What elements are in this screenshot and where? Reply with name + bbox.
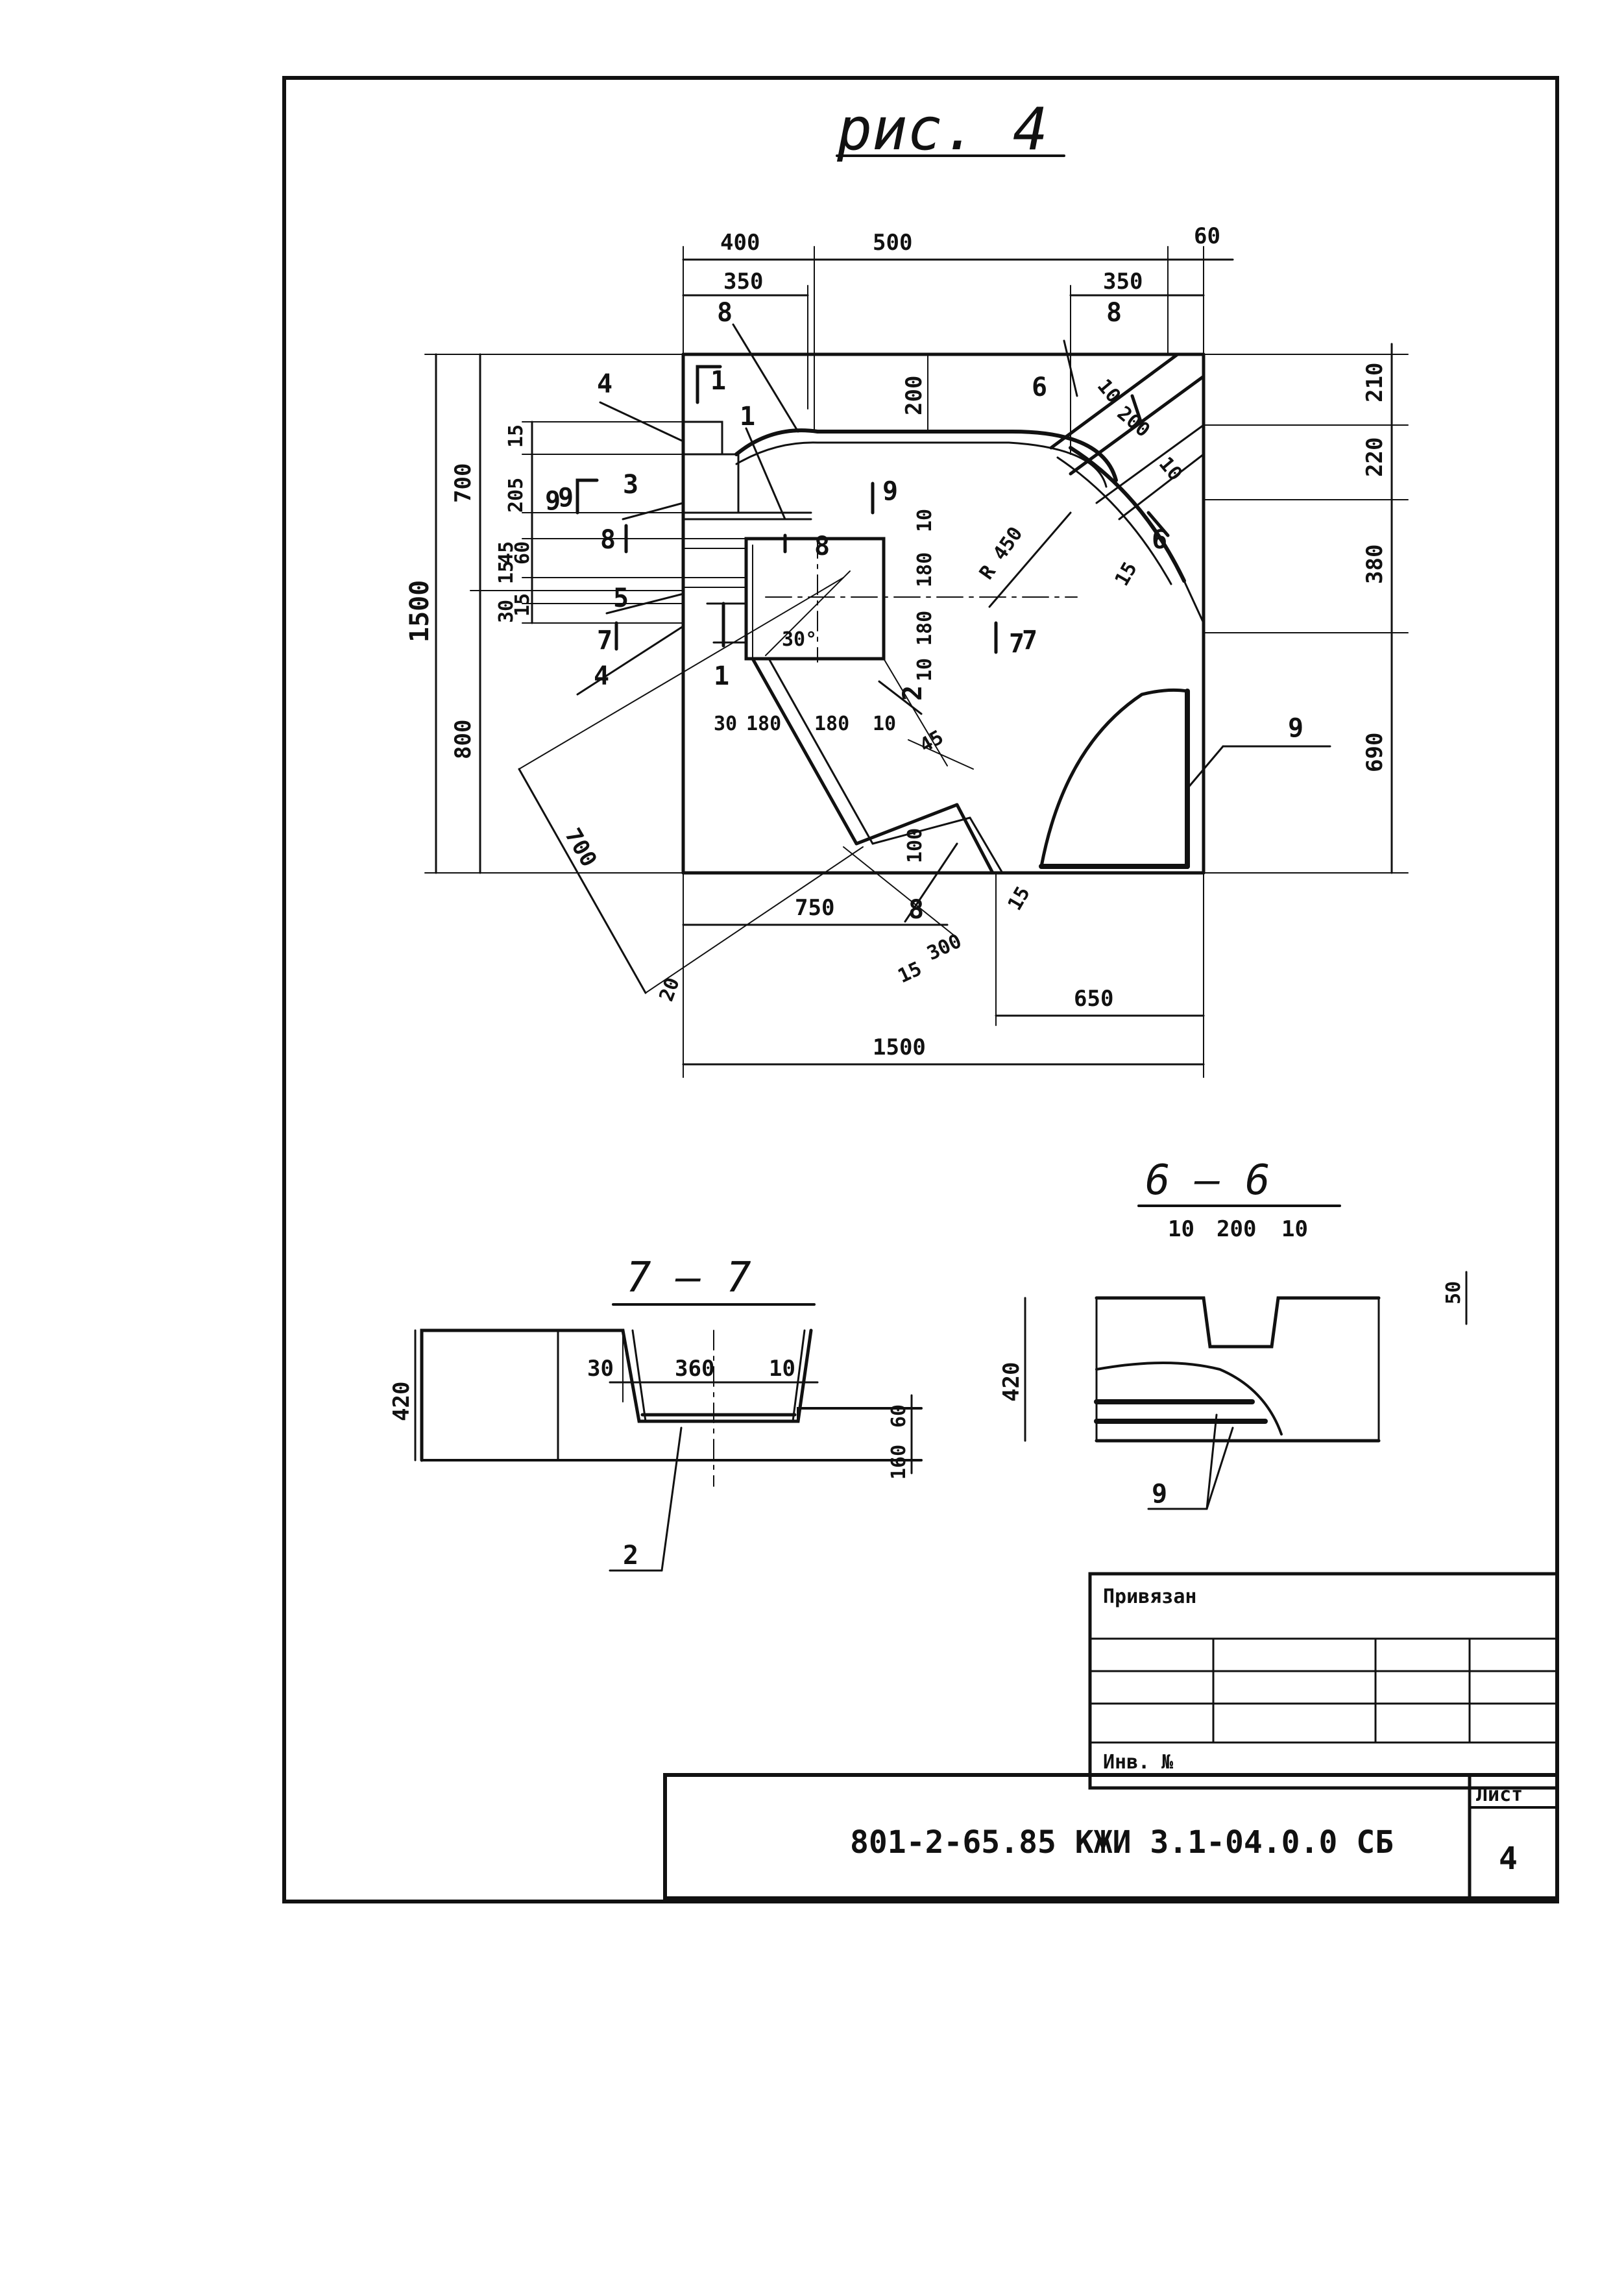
section-mark-6-bottom: 6 bbox=[1152, 525, 1167, 555]
dim-inner-10-e: 10 bbox=[873, 713, 896, 735]
callout-8-top-right: 8 bbox=[1106, 298, 1122, 328]
dim-bottom-650: 650 bbox=[1074, 986, 1113, 1012]
section-6-6 bbox=[1024, 1205, 1468, 1510]
callout-4-top: 4 bbox=[597, 369, 612, 399]
s66-dim-10-left: 10 bbox=[1168, 1216, 1194, 1242]
figure-title: рис. 4 bbox=[836, 95, 1048, 164]
s77-dim-420: 420 bbox=[389, 1382, 415, 1421]
dim-left-60: 60 bbox=[511, 541, 534, 565]
s66-dim-10-right: 10 bbox=[1281, 1216, 1308, 1242]
callout-3: 3 bbox=[623, 470, 638, 500]
dim-right-220: 220 bbox=[1362, 437, 1388, 477]
dim-left-700: 700 bbox=[450, 463, 476, 503]
stamp-doc-code: 801-2-65.85 КЖИ 3.1-04.0.0 СБ bbox=[850, 1824, 1394, 1861]
dim-bottom-750: 750 bbox=[795, 895, 834, 921]
dim-left-1500: 1500 bbox=[405, 580, 435, 642]
callout-8-top-left: 8 bbox=[717, 298, 733, 328]
s77-callout-2: 2 bbox=[623, 1541, 638, 1571]
s77-dim-160: 160 bbox=[888, 1445, 910, 1480]
dim-top-400: 400 bbox=[720, 230, 760, 256]
stamp-sheet-number: 4 bbox=[1499, 1841, 1518, 1877]
dim-inner-180-c: 180 bbox=[746, 713, 781, 735]
callout-8-bottom: 8 bbox=[908, 895, 924, 925]
dim-left-15b: 15 bbox=[511, 593, 534, 617]
dim-left-15a: 15 bbox=[505, 424, 527, 448]
stamp-bound-label: Привязан bbox=[1103, 1585, 1197, 1608]
s77-dim-60: 60 bbox=[888, 1404, 910, 1428]
section-mark-7-right: 7 bbox=[1009, 629, 1024, 659]
callout-2: 2 bbox=[898, 685, 928, 701]
stamp-inv-label: Инв. № bbox=[1103, 1751, 1174, 1774]
dim-bottom-1500: 1500 bbox=[873, 1034, 926, 1060]
section-7-7-title: 7 — 7 bbox=[626, 1254, 751, 1302]
dim-inner-10-a: 10 bbox=[1093, 375, 1125, 408]
plan-view bbox=[424, 246, 1409, 1078]
dim-top-350-left: 350 bbox=[723, 269, 763, 295]
dim-right-210: 210 bbox=[1362, 363, 1388, 402]
section-mark-1-top: 1 bbox=[710, 366, 726, 396]
section-mark-9-left: 9 bbox=[558, 483, 574, 513]
s77-dim-10: 10 bbox=[769, 1356, 795, 1382]
dim-inner-180-d: 180 bbox=[814, 713, 849, 735]
section-mark-1-bottom: 1 bbox=[714, 661, 729, 691]
dim-top-500: 500 bbox=[873, 230, 912, 256]
section-mark-6-top: 6 bbox=[1032, 373, 1047, 402]
section-mark-9-right: 9 bbox=[882, 476, 898, 506]
sheet-frame bbox=[282, 76, 1559, 1903]
dim-bottom-15b: 15 bbox=[1004, 883, 1035, 914]
callout-9-left: 9 bbox=[545, 486, 561, 516]
s66-callout-9: 9 bbox=[1152, 1479, 1167, 1509]
s66-dim-420: 420 bbox=[999, 1362, 1024, 1402]
callout-9-right: 9 bbox=[1288, 713, 1303, 743]
stamp-sheet-label: Лист bbox=[1476, 1783, 1523, 1806]
dim-bottom-15a: 15 bbox=[895, 957, 926, 988]
callout-4-bottom: 4 bbox=[594, 661, 609, 691]
dim-left-800: 800 bbox=[450, 720, 476, 759]
section-mark-7-center: 7 bbox=[1022, 626, 1037, 655]
dim-left-30: 30 bbox=[495, 600, 518, 623]
s66-dim-200: 200 bbox=[1217, 1216, 1256, 1242]
dim-left-45: 45 bbox=[495, 541, 518, 565]
dim-right-380: 380 bbox=[1362, 544, 1388, 584]
dim-inner-10-c: 10 bbox=[914, 509, 936, 532]
callout-1: 1 bbox=[740, 402, 755, 432]
dim-inner-180-b: 180 bbox=[914, 611, 936, 646]
s66-dim-50: 50 bbox=[1442, 1281, 1465, 1304]
dim-left-15c: 15 bbox=[495, 561, 518, 584]
angle-label: 30° bbox=[782, 628, 817, 651]
dim-inner-100: 100 bbox=[904, 828, 927, 863]
callout-8-inner: 8 bbox=[814, 532, 830, 561]
dim-inner-180-a: 180 bbox=[914, 552, 936, 587]
s77-dim-360: 360 bbox=[675, 1356, 714, 1382]
dim-inner-15: 15 bbox=[1111, 558, 1142, 590]
dim-inner-10-d: 10 bbox=[914, 658, 936, 681]
dim-top-350-right: 350 bbox=[1103, 269, 1143, 295]
dim-inner-30: 30 bbox=[714, 713, 737, 735]
dim-right-690: 690 bbox=[1362, 733, 1388, 772]
title-block bbox=[663, 1572, 1559, 1900]
callout-5: 5 bbox=[613, 583, 629, 613]
dim-left-205: 205 bbox=[505, 478, 527, 513]
radius-label: R 450 bbox=[975, 523, 1027, 584]
section-6-6-title: 6 — 6 bbox=[1145, 1156, 1270, 1205]
dim-inner-200-diag: 200 bbox=[1113, 402, 1154, 442]
s77-dim-30: 30 bbox=[587, 1356, 614, 1382]
dim-inner-45: 45 bbox=[916, 726, 948, 757]
section-mark-7-left: 7 bbox=[597, 626, 612, 655]
dim-bottom-20: 20 bbox=[655, 975, 685, 1005]
section-7-7 bbox=[414, 1303, 923, 1572]
dim-inner-700: 700 bbox=[559, 824, 601, 872]
dim-top-60: 60 bbox=[1194, 223, 1220, 249]
section-mark-8: 8 bbox=[600, 525, 616, 555]
dim-inner-200-left: 200 bbox=[901, 376, 927, 415]
dim-bottom-300: 300 bbox=[924, 930, 965, 966]
